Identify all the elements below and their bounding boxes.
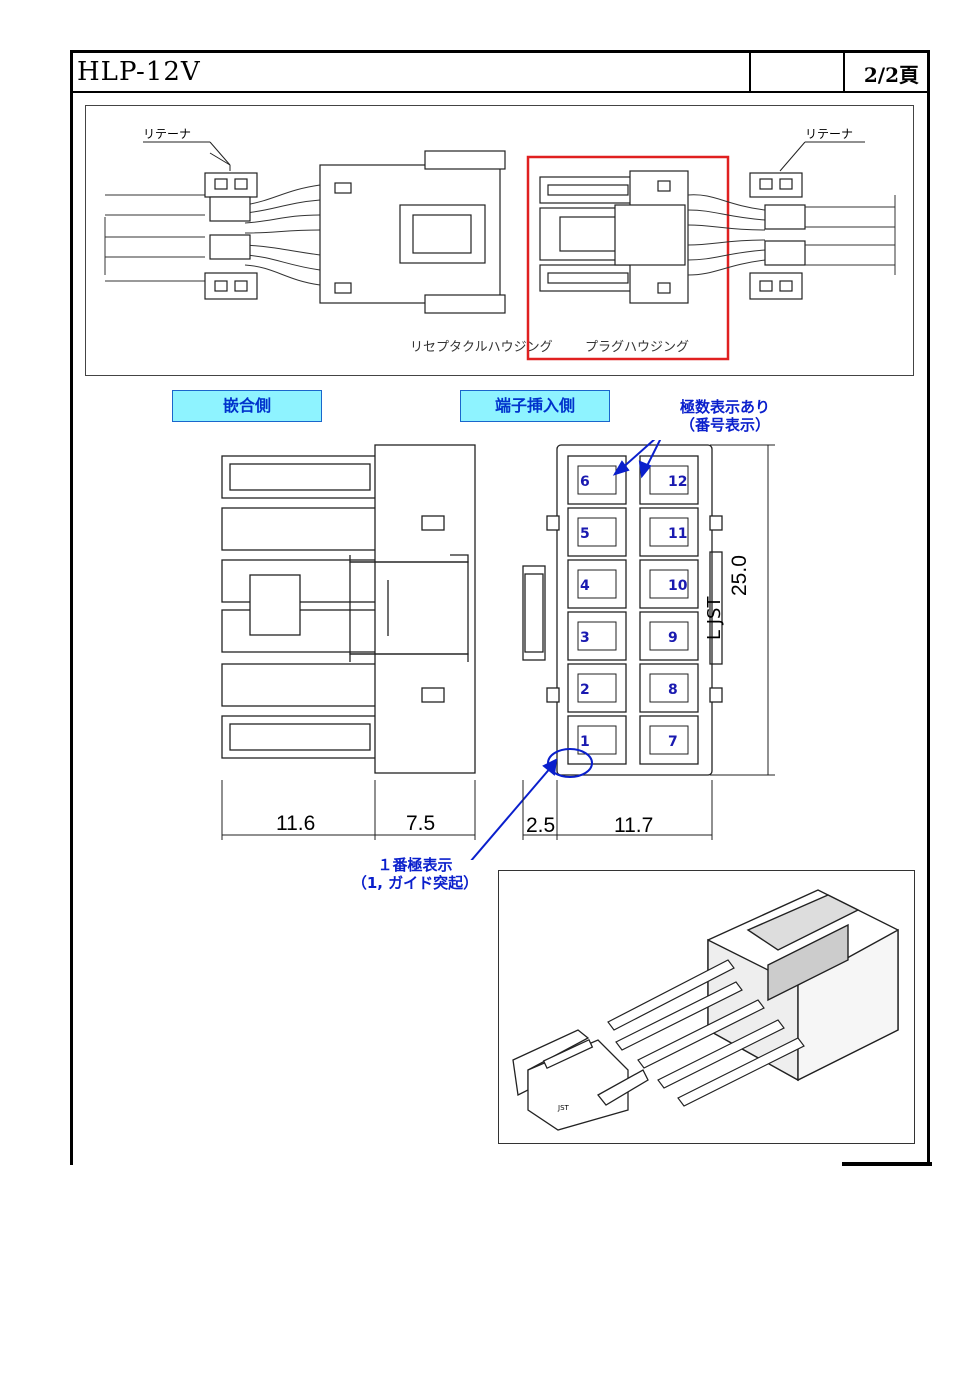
cavity-inner-5 xyxy=(577,517,617,547)
retainer-left-label: リテーナ xyxy=(143,127,191,141)
cavity-inner-4 xyxy=(577,569,617,599)
cavity-number: 2 xyxy=(580,682,590,698)
cavity-number: 11 xyxy=(668,526,687,542)
pole-display-note: 極数表示あり （番号表示） xyxy=(655,398,795,434)
dim-11-6: 11.6 xyxy=(276,812,316,835)
cavity-number: 6 xyxy=(580,474,590,490)
cavity-inner-11 xyxy=(649,517,689,547)
insertion-side-tag: 端子挿入側 xyxy=(460,390,610,422)
perspective-jst-mark: JST xyxy=(557,1104,570,1112)
part-title: HLP-12V xyxy=(77,57,201,87)
dim-25-0: 25.0 xyxy=(728,555,751,596)
title-cell-blank xyxy=(749,53,845,91)
dimension-drawing: 6 12 5 11 4 10 3 9 2 8 1 7 L JST xyxy=(221,440,775,860)
pole-display-line2: （番号表示） xyxy=(679,416,770,434)
perspective-illustration: JST xyxy=(498,870,915,1144)
cavity-inner-2 xyxy=(577,673,617,703)
title-block: HLP-12V 2/2頁 xyxy=(73,53,927,93)
pole-display-line1: 極数表示あり xyxy=(679,398,770,416)
cavity-number: 7 xyxy=(668,734,678,750)
cavity-number: 12 xyxy=(668,474,687,490)
note-arrows xyxy=(470,440,662,860)
cavity-3 xyxy=(567,611,627,661)
cavity-inner-9 xyxy=(649,621,689,651)
cavity-number: 8 xyxy=(668,682,678,698)
cavity-number: 5 xyxy=(580,526,590,542)
pin1-line1: １番極表示 xyxy=(377,856,453,874)
cavity-number: 9 xyxy=(668,630,678,646)
mating-side-tag: 嵌合側 xyxy=(172,390,322,422)
cavity-number: 1 xyxy=(580,734,590,750)
cavity-inner-3 xyxy=(577,621,617,651)
cavity-number: 10 xyxy=(668,578,688,594)
cavity-inner-8 xyxy=(649,673,689,703)
cavity-2 xyxy=(567,663,627,713)
dimension-lines xyxy=(221,444,775,840)
page-number: 2/2頁 xyxy=(863,63,919,87)
cavity-1 xyxy=(567,715,627,765)
pin1-note: １番極表示 （1, ガイド突起） xyxy=(350,856,480,892)
cavity-inner-7 xyxy=(649,725,689,755)
pin1-line2: （1, ガイド突起） xyxy=(351,874,479,892)
cavity-inner-10 xyxy=(649,569,689,599)
receptacle-housing-label: リセプタクルハウジング xyxy=(410,340,553,355)
dim-2-5: 2.5 xyxy=(526,814,556,837)
cavity-number: 3 xyxy=(580,630,590,646)
cavity-inner-6 xyxy=(577,465,617,495)
cavity-6 xyxy=(567,455,627,505)
side-view xyxy=(221,444,476,774)
cavity-grid: 6 12 5 11 4 10 3 9 2 8 1 7 xyxy=(567,455,699,765)
cavity-4 xyxy=(567,559,627,609)
plug-highlight-box xyxy=(526,155,730,361)
plug-housing-label: プラグハウジング xyxy=(585,340,689,355)
mold-mark: L JST xyxy=(704,596,725,640)
drawing-frame: HLP-12V 2/2頁 xyxy=(70,50,930,1165)
cavity-5 xyxy=(567,507,627,557)
cavity-number: 4 xyxy=(580,578,590,594)
assembly-top-view: リテーナ リセプタクルハウジング プラグハウジング リテーナ xyxy=(85,105,914,376)
dim-11-7: 11.7 xyxy=(614,814,654,837)
cavity-inner-12 xyxy=(649,465,689,495)
retainer-right-label: リテーナ xyxy=(805,127,853,141)
cavity-inner-1 xyxy=(577,725,617,755)
title-cell-page xyxy=(843,53,935,91)
frame-bottom-mark xyxy=(842,1162,932,1166)
dim-7-5: 7.5 xyxy=(406,812,436,835)
